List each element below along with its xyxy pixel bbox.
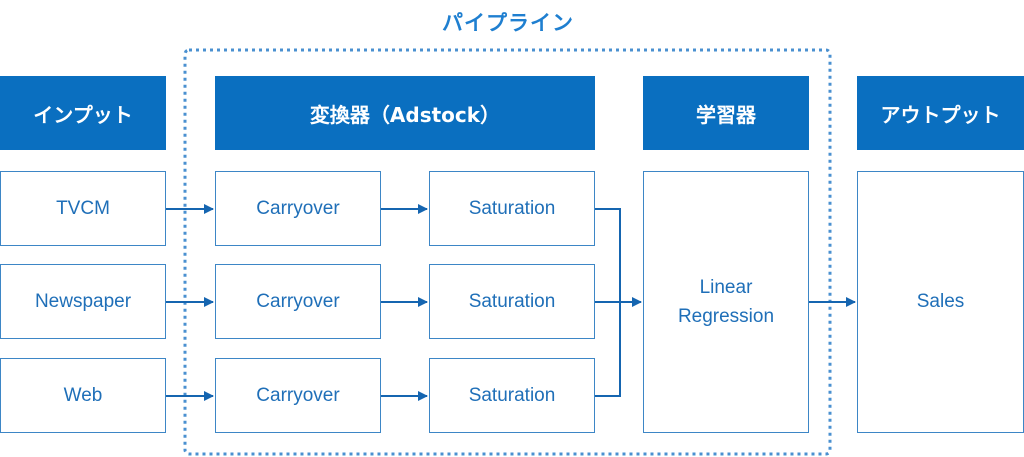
saturation-node-1: Saturation [429,171,595,246]
header-input: インプット [0,76,166,150]
input-node-web: Web [0,358,166,433]
header-learner: 学習器 [643,76,809,150]
connector-saturation-1-merge [594,208,621,302]
output-node-sales: Sales [857,171,1024,433]
input-node-tvcm: TVCM [0,171,166,246]
header-output: アウトプット [857,76,1024,150]
learner-node: Linear Regression [643,171,809,433]
saturation-node-3: Saturation [429,358,595,433]
pipeline-title: パイプライン [442,11,574,35]
header-transformer: 変換器（Adstock） [215,76,595,150]
carryover-node-3: Carryover [215,358,381,433]
connector-saturation-3-merge [594,302,621,397]
pipeline-boundary [183,48,832,456]
saturation-node-2: Saturation [429,264,595,339]
carryover-node-2: Carryover [215,264,381,339]
carryover-node-1: Carryover [215,171,381,246]
learner-label-line1: Linear [699,277,753,298]
learner-label-line2: Regression [677,306,775,327]
input-node-newspaper: Newspaper [0,264,166,339]
